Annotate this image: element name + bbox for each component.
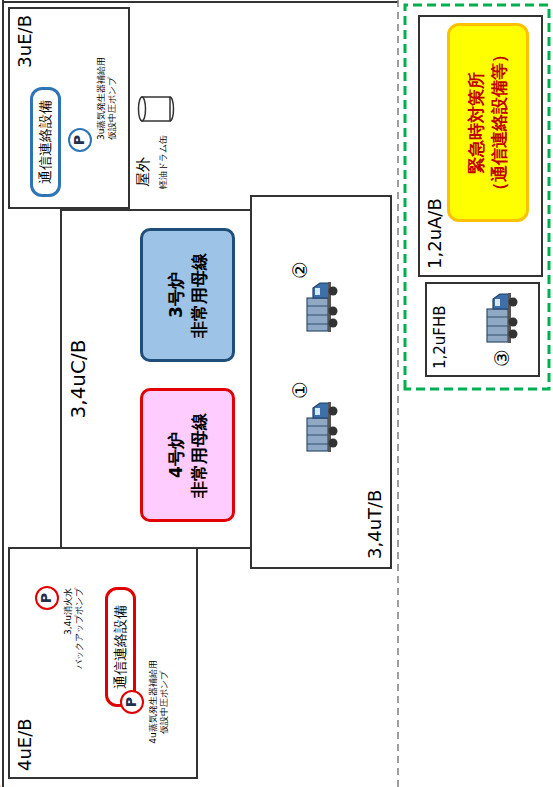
building-label: 3,4uT/B <box>364 490 386 559</box>
building-label: 1,2uA/B <box>424 198 446 269</box>
pump-symbol: P3,4u消火水 バックアップポンプ <box>35 582 95 692</box>
area-label: 屋外 <box>134 157 152 187</box>
emergency-center-box: 緊急時対策所 （通信連絡設備等） <box>447 23 529 222</box>
drum-top <box>139 97 146 121</box>
bus-label: 4号炉 非常用母線 <box>165 395 209 515</box>
frame-line <box>3 1 398 3</box>
pump-label: 3u蒸気発生器補給用 仮設中圧ポンプ <box>96 12 118 140</box>
building-label: 3,4uC/B <box>66 211 90 547</box>
frame-line <box>2 0 4 787</box>
pump-circle: P <box>120 690 144 714</box>
pump-symbol: P3u蒸気発生器補給用 仮設中圧ポンプ <box>68 12 124 152</box>
truck-icon <box>304 282 338 332</box>
callout-number: ① <box>290 381 310 399</box>
bus-label: 3号炉 非常用母線 <box>165 235 209 355</box>
building-label: 1,2uFHB <box>431 305 449 369</box>
building-label: 3uE/B <box>14 15 36 68</box>
drum-bottom <box>170 97 174 121</box>
building-box: 3,4uC/B 4号炉 非常用母線 3号炉 非常用母線 <box>60 209 252 549</box>
comm-label: 通信連絡設備 <box>37 100 54 184</box>
bus-box: 4号炉 非常用母線 <box>140 388 235 522</box>
pump-circle: P <box>68 128 92 152</box>
power-vehicle: ③ <box>470 289 525 369</box>
building-box: 3uE/B 通信連絡設備 P3u蒸気発生器補給用 仮設中圧ポンプ <box>8 7 130 209</box>
pump-label: 3,4u消火水 バックアップポンプ <box>63 588 85 692</box>
building-box: 1,2uFHB ③ <box>425 282 540 377</box>
drum-can-icon <box>139 97 174 121</box>
pump-symbol: P4u蒸気発生器補給用 仮設中圧ポンプ <box>120 642 182 762</box>
callout-number: ② <box>290 261 310 279</box>
drum-label: 軽油ドラム缶 <box>158 135 169 189</box>
site-boundary-dashed <box>397 0 399 787</box>
building-box: 1,2uA/B 緊急時対策所 （通信連絡設備等） <box>418 15 543 277</box>
comm-label: 通信連絡設備 <box>112 605 129 689</box>
power-vehicle: ① <box>290 378 340 452</box>
emergency-center-label: 緊急時対策所 （通信連絡設備等） <box>465 30 511 215</box>
callout-number: ③ <box>492 349 512 367</box>
comm-equipment-box: 通信連絡設備 <box>105 587 136 707</box>
bus-box: 3号炉 非常用母線 <box>140 228 235 362</box>
building-box: 3,4uT/B ① ② <box>250 195 392 569</box>
comm-equipment-box: 通信連絡設備 <box>30 87 61 197</box>
power-vehicle: ② <box>290 258 340 332</box>
pump-label: 4u蒸気発生器補給用 仮設中圧ポンプ <box>148 642 170 762</box>
truck-icon <box>304 402 338 452</box>
green-dashed-area <box>405 5 549 389</box>
truck-icon <box>484 293 518 343</box>
building-box: 4uE/B通信連絡設備P3,4u消火水 バックアップポンプP4u蒸気発生器補給用… <box>8 547 198 779</box>
building-label: 4uE/B <box>14 718 36 771</box>
pump-circle: P <box>35 586 59 610</box>
